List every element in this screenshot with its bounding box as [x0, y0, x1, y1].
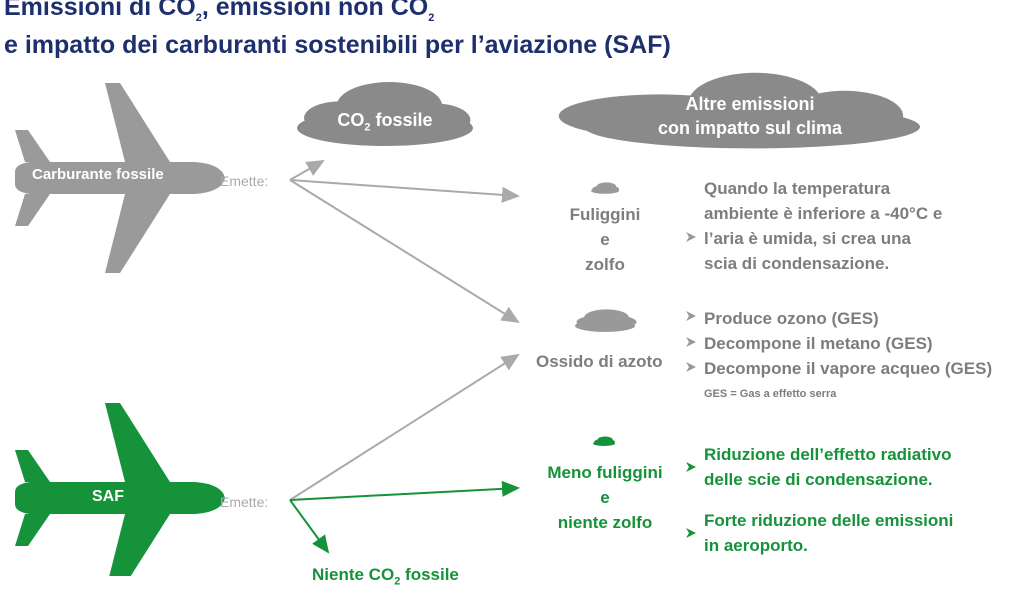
title-line-1: Emissioni di CO2, emissioni non CO2	[4, 0, 435, 24]
saf-plane-label: SAF	[92, 488, 124, 505]
co2-cloud-icon	[297, 82, 473, 146]
nox-cloud-icon	[575, 309, 637, 332]
co2-cloud-label: CO2 fossile	[337, 110, 433, 134]
nox-effects: Produce ozono (GES)Decompone il metano (…	[704, 309, 993, 378]
fossil-emits-label: Emette:	[220, 173, 269, 189]
footnote: GES = Gas a effetto serra	[704, 388, 837, 400]
saf-soot-cloud-icon	[593, 436, 615, 446]
title-line-2: e impatto dei carburanti sostenibili per…	[4, 31, 671, 59]
fossil-plane-label: Carburante fossile	[32, 166, 164, 183]
soot-cloud-icon	[591, 182, 619, 194]
other-emissions-cloud-icon	[558, 72, 920, 149]
no-fossil-co2-label: Niente CO2 fossile	[312, 565, 459, 588]
nox-label: Ossido di azoto	[536, 352, 663, 371]
saf-emits-label: Emette:	[220, 494, 269, 510]
diagram-graphics	[15, 72, 920, 576]
